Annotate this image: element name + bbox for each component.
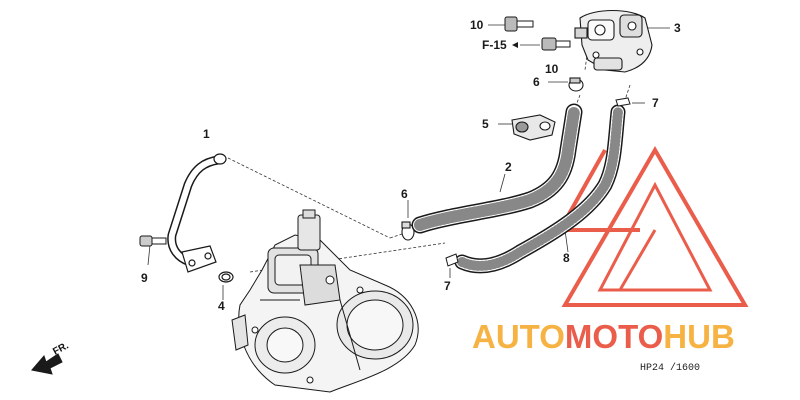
callout-3: 3 [674, 21, 681, 35]
callout-10-lower: 10 [545, 62, 559, 76]
callout-2: 2 [505, 160, 512, 174]
callout-7-upper: 7 [652, 96, 659, 110]
o-ring-part-4-icon [218, 271, 234, 283]
bolt-part-10-icon [504, 16, 571, 51]
front-direction-arrow-icon [31, 353, 63, 375]
watermark-part-auto: AUTO [472, 318, 565, 355]
watermark-part-hub: HUB [663, 318, 735, 355]
watermark-logo-icon [556, 146, 749, 307]
watermark-part-moto: MOTO [565, 318, 663, 355]
callout-4: 4 [218, 299, 225, 313]
callout-leaders [147, 24, 670, 300]
reference-f15: F-15 [482, 38, 507, 52]
hose-clamp-part-6-lower [401, 221, 415, 241]
bolt-part-9-icon [139, 235, 167, 247]
callout-5: 5 [482, 117, 489, 131]
callout-1: 1 [203, 127, 210, 141]
front-direction-label: FR. [51, 340, 71, 357]
reference-arrow-icon [512, 42, 518, 48]
water-hose-part-2 [411, 103, 583, 234]
water-pipe-part-1 [167, 153, 227, 273]
water-hose-part-8 [454, 104, 626, 274]
callout-8: 8 [563, 251, 570, 265]
clip-part-7-icon [445, 97, 631, 267]
thermostat-housing-part-3 [574, 10, 653, 73]
engine-crankcase [231, 209, 419, 393]
bracket-part-5 [511, 114, 556, 141]
watermark-text: AUTOMOTOHUB [472, 318, 735, 355]
callout-7-lower: 7 [444, 279, 451, 293]
callout-6-lower: 6 [401, 187, 408, 201]
callout-6-upper: 6 [533, 75, 540, 89]
callout-10-upper: 10 [470, 18, 484, 32]
diagram-code: HP24 /1600 [640, 362, 700, 374]
hose-clamp-part-6-upper [568, 77, 584, 92]
callout-9: 9 [141, 271, 148, 285]
